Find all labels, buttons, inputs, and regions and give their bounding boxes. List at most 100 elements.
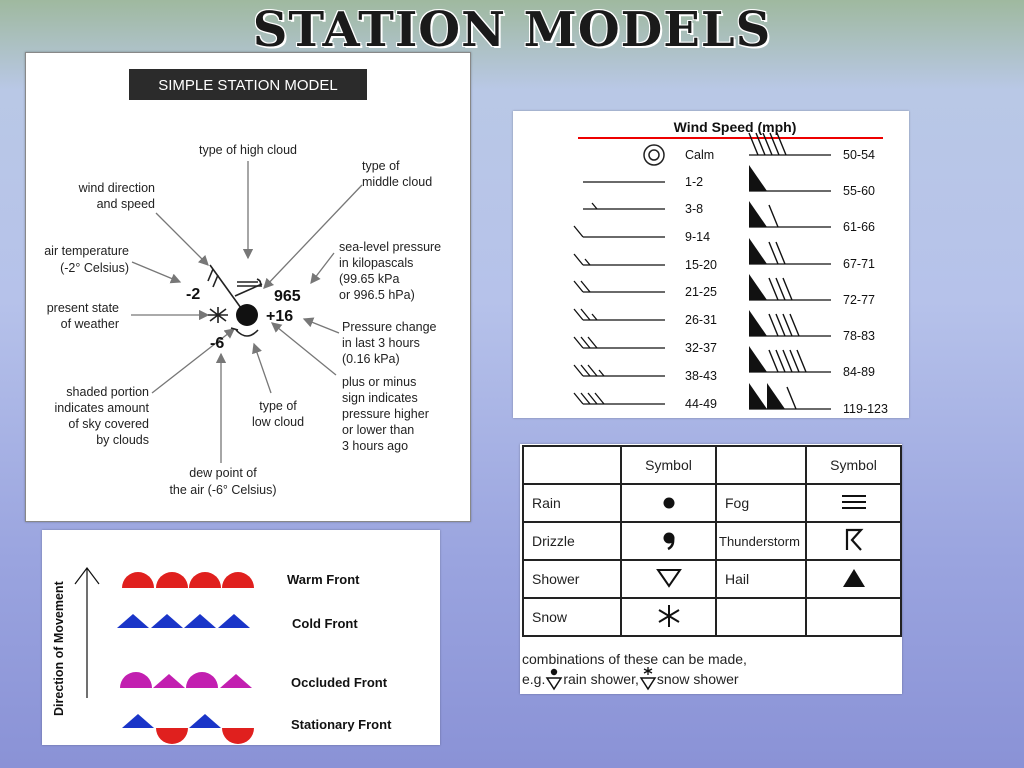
arrow-shaded <box>151 328 236 394</box>
snow-symbol-cell <box>620 597 717 637</box>
wind-barb-full <box>768 349 779 373</box>
fog-icon <box>841 494 866 509</box>
wind-barb-full <box>786 386 797 410</box>
wind-barb-full <box>573 364 584 377</box>
label-pchange-3: (0.16 kPa) <box>342 352 400 366</box>
wind-barb-full <box>789 349 800 373</box>
rain-icon <box>663 497 674 508</box>
wind-speed-label-left: 32-37 <box>685 341 717 355</box>
weather-note: combinations of these can be made, e.g. … <box>522 651 747 691</box>
label-plusminus-2: sign indicates <box>342 391 418 405</box>
warm-front-semicircle <box>189 572 221 588</box>
wind-barb-half <box>598 369 605 377</box>
wind-pennant <box>749 383 767 409</box>
wind-barb-full <box>748 132 759 156</box>
occluded-front-label: Occluded Front <box>291 675 388 690</box>
wind-speed-chart: Wind Speed (mph) Calm1-23-89-1415-2021-2… <box>573 119 888 416</box>
wind-barb-full <box>580 336 591 349</box>
wind-barb-full <box>769 132 780 156</box>
cold-front-triangle <box>117 614 149 628</box>
wind-barb-full <box>768 241 779 265</box>
label-slp-3: (99.65 kPa <box>339 272 400 286</box>
occluded-front-triangle <box>153 674 185 688</box>
wind-barb-half <box>591 202 598 210</box>
wind-barb-full <box>580 308 591 321</box>
label-pchange-1: Pressure change <box>342 320 437 334</box>
label-present-weather-1: present state <box>47 301 119 315</box>
weather-note-eg: e.g. <box>522 671 546 687</box>
arrow-low-cloud <box>252 342 272 394</box>
shower-icon <box>655 568 682 588</box>
drizzle-symbol-cell <box>620 521 717 561</box>
wind-pennant <box>767 383 785 409</box>
stationary-front-triangle <box>122 714 154 728</box>
wind-speed-label-left: 3-8 <box>685 202 703 216</box>
cold-front-triangle <box>218 614 250 628</box>
wind-barb-full <box>796 349 807 373</box>
wind-barb-full <box>573 392 584 405</box>
occluded-front-triangle <box>220 674 252 688</box>
cold-front-triangle <box>184 614 216 628</box>
wind-barb-full <box>587 336 598 349</box>
calm-outer-circle <box>643 144 665 166</box>
wind-barb-2 <box>212 274 219 288</box>
cold-front-triangle <box>151 614 183 628</box>
thunderstorm-symbol-cell <box>805 521 902 561</box>
weather-name: Hail <box>715 559 807 599</box>
station-pressure-value: 965 <box>274 288 301 305</box>
wind-speed-label-right: 84-89 <box>843 365 875 379</box>
label-air-temp-1: air temperature <box>44 244 129 258</box>
wind-barb-full <box>775 277 786 301</box>
label-present-weather-2: of weather <box>61 317 119 331</box>
warm-front-semicircle <box>222 572 254 588</box>
weather-note-rain-shower: rain shower, <box>563 671 639 687</box>
table-row: Shower Hail <box>522 559 902 599</box>
weather-symbols-panel: Symbol Symbol Rain Fog Drizzle Thunderst… <box>520 444 902 694</box>
label-slp-4: or 996.5 hPa) <box>339 288 415 302</box>
wind-barb-full <box>580 280 591 293</box>
wind-barb-full <box>587 392 598 405</box>
wind-speed-label-left: 9-14 <box>685 230 710 244</box>
table-row: Drizzle Thunderstorm <box>522 521 902 561</box>
label-shaded-4: by clouds <box>96 433 149 447</box>
wind-barb-half <box>591 313 598 321</box>
wind-barb-full <box>573 225 584 238</box>
wind-pennant <box>749 165 767 191</box>
wind-pennant <box>749 274 767 300</box>
label-plusminus-4: or lower than <box>342 423 414 437</box>
label-wind-1: wind direction <box>78 181 155 195</box>
wind-barb-full <box>594 392 605 405</box>
label-plusminus-3: pressure higher <box>342 407 429 421</box>
weather-name: Rain <box>522 483 622 523</box>
low-cloud-symbol <box>230 327 259 337</box>
warm-front-label: Warm Front <box>287 572 360 587</box>
wind-speed-label-right: 119-123 <box>843 402 888 416</box>
label-plusminus-1: plus or minus <box>342 375 416 389</box>
wind-barb-full <box>573 280 584 293</box>
slide-title: STATION MODELS <box>252 2 772 58</box>
weather-name: Snow <box>522 597 622 637</box>
wind-speed-label-right: 61-66 <box>843 220 875 234</box>
arrow-air-temp <box>131 261 182 284</box>
wind-speed-label-left: 26-31 <box>685 313 717 327</box>
thunderstorm-icon <box>845 528 863 551</box>
wind-barb-full <box>762 132 773 156</box>
station-model-diagram: SIMPLE STATION MODEL type of high cloud … <box>44 69 441 497</box>
fronts-panel: Direction of Movement Warm Front Cold Fr… <box>42 530 440 745</box>
label-slp-2: in kilopascals <box>339 256 413 270</box>
stationary-front-label: Stationary Front <box>291 717 392 732</box>
snow-icon <box>657 604 680 627</box>
weather-name <box>715 597 807 637</box>
warm-front-semicircle <box>122 572 154 588</box>
direction-arrow-icon <box>74 567 100 585</box>
wind-speed-label-left: 38-43 <box>685 369 717 383</box>
warm-front-semicircle <box>156 572 188 588</box>
wind-barb-full <box>768 204 779 228</box>
weather-note-line-1: combinations of these can be made, <box>522 651 747 667</box>
label-middle-cloud-1: type of <box>362 159 400 173</box>
stationary-front-semicircle <box>156 728 188 744</box>
weather-name: Drizzle <box>522 521 622 561</box>
wind-barb-1 <box>207 268 214 282</box>
station-temp-value: -2 <box>186 286 200 303</box>
